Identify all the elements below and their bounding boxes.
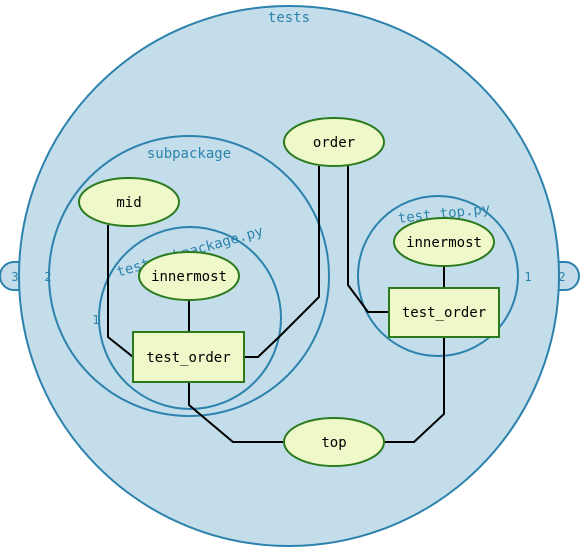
line-order-to-test-order-top: [347, 166, 389, 313]
tab-label-tests-left: 3: [11, 270, 18, 284]
tab-tests-left: [0, 261, 21, 291]
node-innermost-test-top[interactable]: innermost: [393, 217, 495, 267]
tab-labels: 3 2 1 1 2: [11, 270, 565, 327]
tab-label-test-top-right: 1: [524, 270, 531, 284]
tab-label-test-subpackage-left: 1: [92, 313, 99, 327]
line-mid-to-test-order-sub: [107, 225, 134, 358]
scope-label-tests: tests: [268, 10, 310, 26]
node-test-order-subpackage[interactable]: test_order: [132, 331, 245, 383]
node-innermost-subpackage[interactable]: innermost: [138, 251, 240, 301]
scope-label-subpackage: subpackage: [147, 146, 231, 162]
tab-label-subpackage-left: 2: [44, 270, 51, 284]
tab-tests-right: [554, 261, 580, 291]
svg-text:order: order: [313, 135, 355, 151]
node-order[interactable]: order: [283, 117, 385, 167]
line-test-order-sub-to-top: [188, 382, 285, 443]
tab-label-tests-right: 2: [558, 270, 565, 284]
node-top[interactable]: top: [283, 417, 385, 467]
dependency-lines: [107, 166, 445, 443]
svg-text:innermost: innermost: [151, 269, 227, 285]
node-test-order-test-top[interactable]: test_order: [388, 287, 500, 338]
svg-text:test_order: test_order: [146, 350, 230, 366]
node-mid[interactable]: mid: [78, 177, 180, 227]
svg-text:top: top: [321, 435, 346, 451]
line-test-order-top-to-top: [385, 337, 445, 443]
svg-text:mid: mid: [116, 195, 141, 211]
svg-text:test_order: test_order: [402, 305, 486, 321]
svg-text:innermost: innermost: [406, 235, 482, 251]
line-order-to-test-order-sub: [244, 166, 320, 358]
